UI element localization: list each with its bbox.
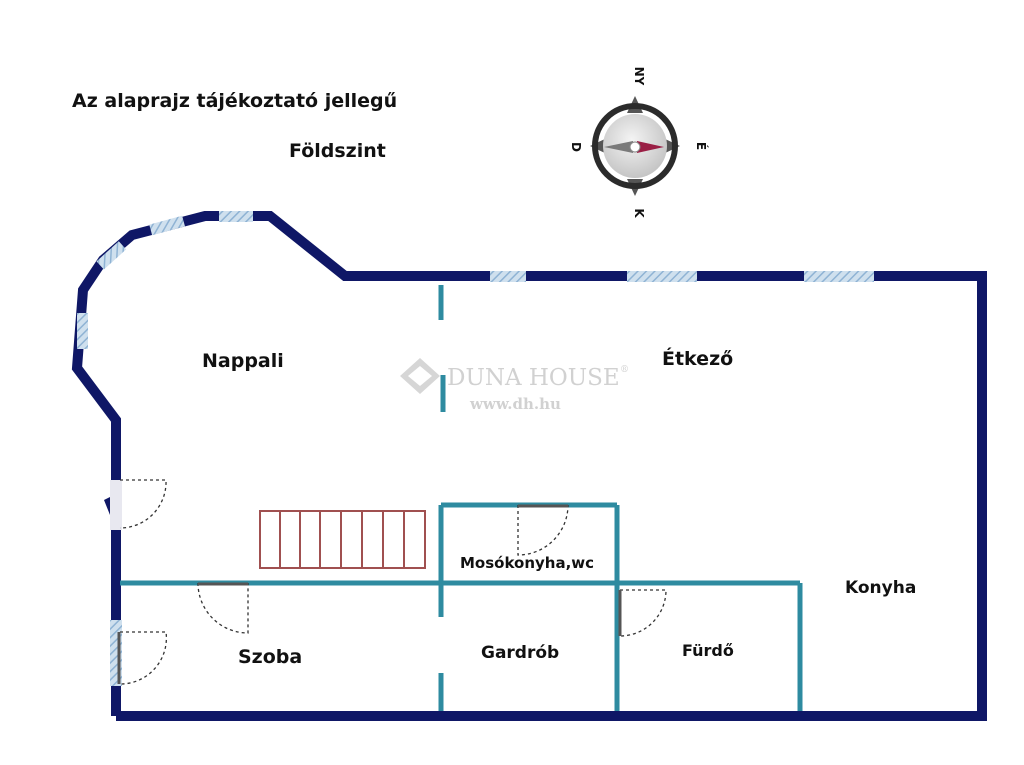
door-frame [110, 480, 122, 530]
room-label-szoba: Szoba [238, 646, 302, 668]
windows [77, 211, 874, 686]
staircase [259, 510, 426, 569]
room-label-nappali: Nappali [202, 350, 284, 372]
compass-needle-east [637, 141, 664, 153]
window [149, 215, 185, 236]
room-label-etkezo: Étkező [662, 347, 733, 370]
window [627, 271, 697, 282]
window [804, 271, 874, 282]
watermark-url: www.dh.hu [469, 395, 561, 413]
compass-north-label: NY [632, 67, 646, 86]
compass-east-label: É [694, 142, 709, 150]
room-label-mosokonyha: Mosókonyha,wc [460, 554, 594, 572]
watermark-brand: DUNA HOUSE [447, 365, 620, 391]
room-label-furdo: Fürdő [682, 641, 734, 660]
watermark-registered: ® [620, 365, 629, 375]
watermark: DUNA HOUSE ® www.dh.hu [400, 358, 629, 413]
outer-walls [71, 211, 987, 721]
window [219, 211, 253, 222]
compass-needle-west [604, 141, 633, 153]
window [96, 241, 127, 270]
window [77, 313, 88, 349]
floor-title: Földszint [289, 140, 386, 162]
compass: NY É K D [569, 67, 709, 219]
room-label-gardrob: Gardrób [481, 643, 559, 663]
window [490, 271, 526, 282]
room-label-konyha: Konyha [845, 578, 916, 598]
disclaimer-text: Az alaprajz tájékoztató jellegű [72, 90, 397, 112]
doors [119, 479, 667, 685]
compass-west-label: D [569, 142, 583, 152]
compass-south-label: K [632, 208, 646, 218]
